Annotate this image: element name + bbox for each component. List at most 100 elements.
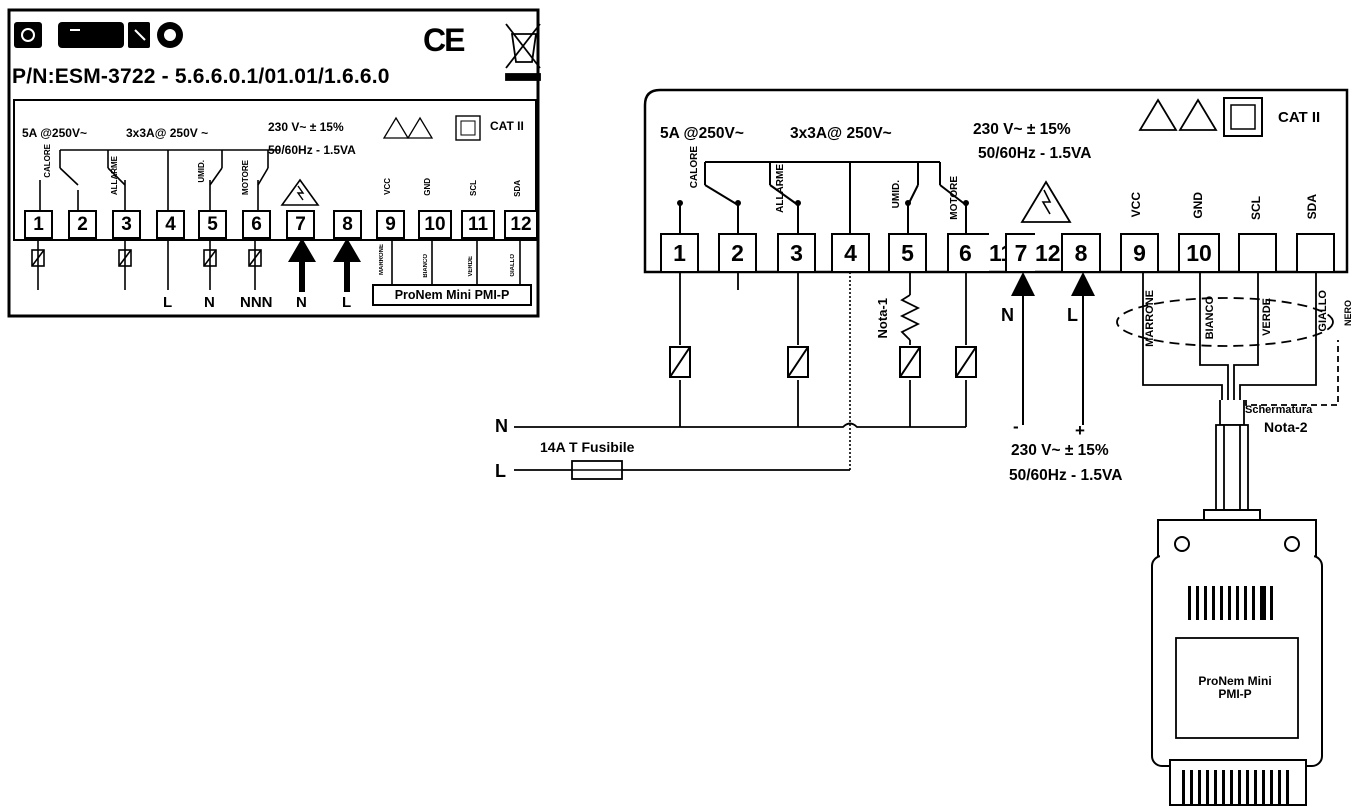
small-letter-t5: N <box>204 294 215 311</box>
small-terminal-2: 2 <box>68 210 97 239</box>
small-supply-freq: 50/60Hz - 1.5VA <box>268 143 356 157</box>
weee-bin-icon <box>505 23 541 81</box>
small-letter-t8: L <box>342 294 352 311</box>
large-terminal-8: 8 <box>1061 233 1101 273</box>
large-supply-voltage: 230 V~ ± 15% <box>973 121 1071 138</box>
resistor-symbol <box>899 294 921 341</box>
large-relay-contacts <box>679 161 967 233</box>
small-label-allarme: ALLARME <box>110 156 119 196</box>
large-wire-verde: VERDE <box>1261 298 1273 336</box>
large-terminal-12: 12 <box>1035 240 1061 266</box>
small-label-gnd: GND <box>423 178 432 196</box>
sensor-label-line1: ProNem Mini <box>1198 674 1272 688</box>
bottom-supply-voltage: 230 V~ ± 15% <box>1011 442 1109 459</box>
ce-mark: CE <box>423 22 465 58</box>
large-terminal-scl <box>1238 233 1277 273</box>
small-terminal-10: 10 <box>418 210 452 239</box>
sensor-cable <box>1215 400 1249 511</box>
large-terminal-1: 1 <box>660 233 699 273</box>
large-terminal-9: 9 <box>1120 233 1159 273</box>
large-terminal-5: 5 <box>888 233 927 273</box>
bus-wires <box>1142 272 1317 400</box>
large-label-gnd: GND <box>1191 192 1205 219</box>
small-supply-voltage: 230 V~ ± 15% <box>268 120 344 134</box>
large-shock-icon <box>1178 98 1218 131</box>
large-wire-nero: NERO <box>1343 300 1353 327</box>
small-double-insulation-icon <box>455 115 481 141</box>
large-label-calore: CALORE <box>689 146 700 189</box>
small-rating-relay1: 5A @250V~ <box>22 126 87 140</box>
large-warning-icon <box>1138 98 1178 131</box>
nota-1: Nota-1 <box>875 298 890 339</box>
small-label-sda: SDA <box>513 180 522 197</box>
bottom-supply-freq: 50/60Hz - 1.5VA <box>1009 467 1123 484</box>
large-wire-bianco: BIANCO <box>1204 296 1216 340</box>
load-coils <box>669 346 977 378</box>
nota-2: Nota-2 <box>1264 419 1308 435</box>
large-terminal-7: 7 <box>1005 233 1035 273</box>
large-terminal-3: 3 <box>777 233 816 273</box>
small-rating-relays: 3x3A@ 250V ~ <box>126 126 209 140</box>
large-category: CAT II <box>1278 109 1321 126</box>
fuse-label: 14A T Fusibile <box>540 439 635 455</box>
sensor-label: ProNem Mini PMI-P <box>1180 675 1290 701</box>
small-supply-arrows <box>288 238 361 292</box>
small-wire-giallo: GIALLO <box>510 254 516 277</box>
large-label-motore: MOTORE <box>949 176 960 220</box>
small-terminal-1: 1 <box>24 210 53 239</box>
small-relay-contacts <box>39 149 280 210</box>
small-label-scl: SCL <box>469 180 478 196</box>
large-load-wires <box>679 272 967 427</box>
large-terminal-sda <box>1296 233 1335 273</box>
small-letter-t4: L <box>163 294 173 311</box>
small-letter-t6: NNN <box>240 294 273 311</box>
large-rating-relay1: 5A @250V~ <box>660 125 744 142</box>
mains-n: N <box>495 416 508 436</box>
small-shock-icon <box>406 116 434 139</box>
small-warning-icon <box>382 116 410 139</box>
small-terminal-3: 3 <box>112 210 141 239</box>
small-bottom-wires <box>37 239 521 290</box>
large-terminal-2: 2 <box>718 233 757 273</box>
small-wire-bianco: BIANCO <box>423 254 429 278</box>
large-wire-giallo: GIALLO <box>1317 290 1329 332</box>
large-letter-n: N <box>1001 305 1014 325</box>
large-letter-l: L <box>1067 305 1078 325</box>
large-label-sda: SDA <box>1305 194 1319 220</box>
small-terminal-7: 7 <box>286 210 315 239</box>
part-number: P/N:ESM-3722 - 5.6.6.0.1/01.01/1.6.6.0 <box>12 65 390 88</box>
emko-logo <box>14 22 183 48</box>
large-label-vcc: VCC <box>1129 192 1143 218</box>
large-label-scl: SCL <box>1249 196 1263 220</box>
large-label-umid: UMID. <box>891 180 902 209</box>
small-label-umid: UMID. <box>197 160 206 183</box>
large-terminal-10: 10 <box>1178 233 1220 273</box>
sensor-label-line2: PMI-P <box>1218 687 1252 701</box>
small-terminal-8: 8 <box>333 210 362 239</box>
small-terminal-9: 9 <box>376 210 405 239</box>
small-hazard-icon <box>280 178 320 206</box>
small-wire-marrone: MARRONE <box>379 244 385 275</box>
large-wire-marrone: MARRONE <box>1144 290 1156 347</box>
small-terminal-5: 5 <box>198 210 227 239</box>
polarity-plus: + <box>1075 421 1085 440</box>
large-hazard-icon <box>1020 180 1072 223</box>
polarity-minus: - <box>1013 417 1019 436</box>
small-wire-verde: VERDE <box>468 256 474 277</box>
small-label-calore: CALORE <box>43 144 52 178</box>
large-supply-arrows <box>1011 272 1095 296</box>
cable-shield-ellipse <box>1116 297 1334 347</box>
small-terminal-12: 12 <box>504 210 538 239</box>
neutral-line <box>514 422 966 428</box>
mains-l: L <box>495 461 506 481</box>
large-terminal-4: 4 <box>831 233 870 273</box>
large-panel-frame <box>643 88 1349 274</box>
small-category: CAT II <box>490 119 524 133</box>
small-label-motore: MOTORE <box>241 160 250 195</box>
shield-label: Schermatura <box>1245 404 1313 416</box>
small-panel-frame <box>7 8 540 318</box>
small-sensor-box: ProNem Mini PMI-P <box>372 284 532 306</box>
small-terminal-11: 11 <box>461 210 495 239</box>
